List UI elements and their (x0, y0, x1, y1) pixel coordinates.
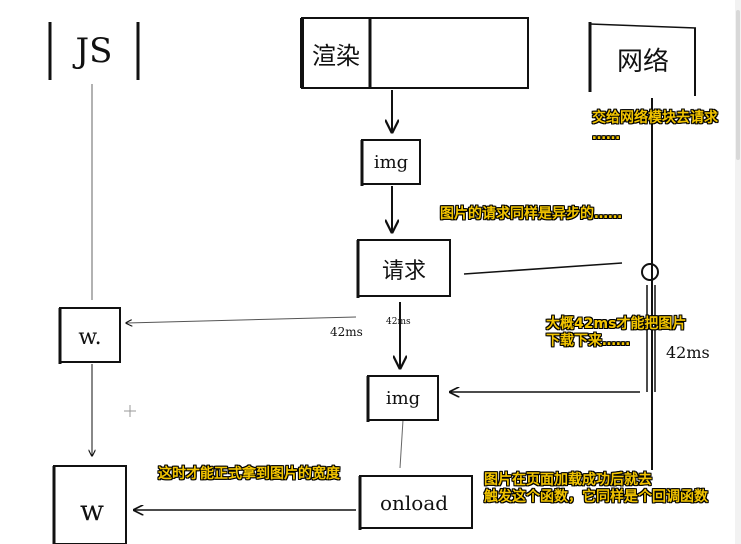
annotation-download-time: 大概42ms才能把图片 下载下来…… (546, 316, 687, 349)
network-label: 网络 (617, 47, 669, 77)
js-lane-box: JS (48, 22, 140, 80)
img-box-bottom: img (366, 375, 439, 422)
img-box-top: img (360, 139, 421, 186)
w-lower-label: w (80, 494, 104, 527)
onload-box: onload (358, 475, 473, 530)
annotation-async-request: 图片的请求同样是异步的…… (440, 206, 622, 222)
request-label: 请求 (382, 259, 426, 284)
w-box-upper: w. (58, 307, 121, 364)
vertical-scrollbar[interactable] (735, 0, 741, 544)
annotation-get-width: 这时才能正式拿到图片的宽度 (158, 466, 340, 482)
network-lane-box: 网络 (588, 22, 697, 96)
img-top-label: img (374, 152, 408, 173)
scrollbar-thumb[interactable] (736, 10, 740, 160)
onload-label: onload (380, 491, 448, 515)
request-box: 请求 (356, 239, 451, 298)
ms-label-left: 42ms (330, 325, 363, 339)
js-label: JS (73, 31, 113, 71)
render-lane-box: 渲染 (300, 17, 529, 89)
w-box-lower: w (52, 465, 127, 544)
img-bottom-label: img (386, 388, 420, 409)
ms-label-right: 42ms (666, 343, 710, 362)
annotation-network-request: 交给网络模块去请求 …… (592, 110, 718, 143)
render-label: 渲染 (312, 42, 360, 70)
ms-label-small: 42ms (386, 317, 411, 327)
annotation-onload-callback: 图片在页面加载成功后就去 触发这个函数，它同样是个回调函数 (484, 472, 708, 505)
network-node (641, 263, 659, 281)
request-to-w-arrow (126, 316, 357, 323)
cursor-crosshair-icon (124, 405, 136, 417)
request-to-network-line (463, 262, 623, 275)
w-upper-label: w. (78, 325, 101, 350)
